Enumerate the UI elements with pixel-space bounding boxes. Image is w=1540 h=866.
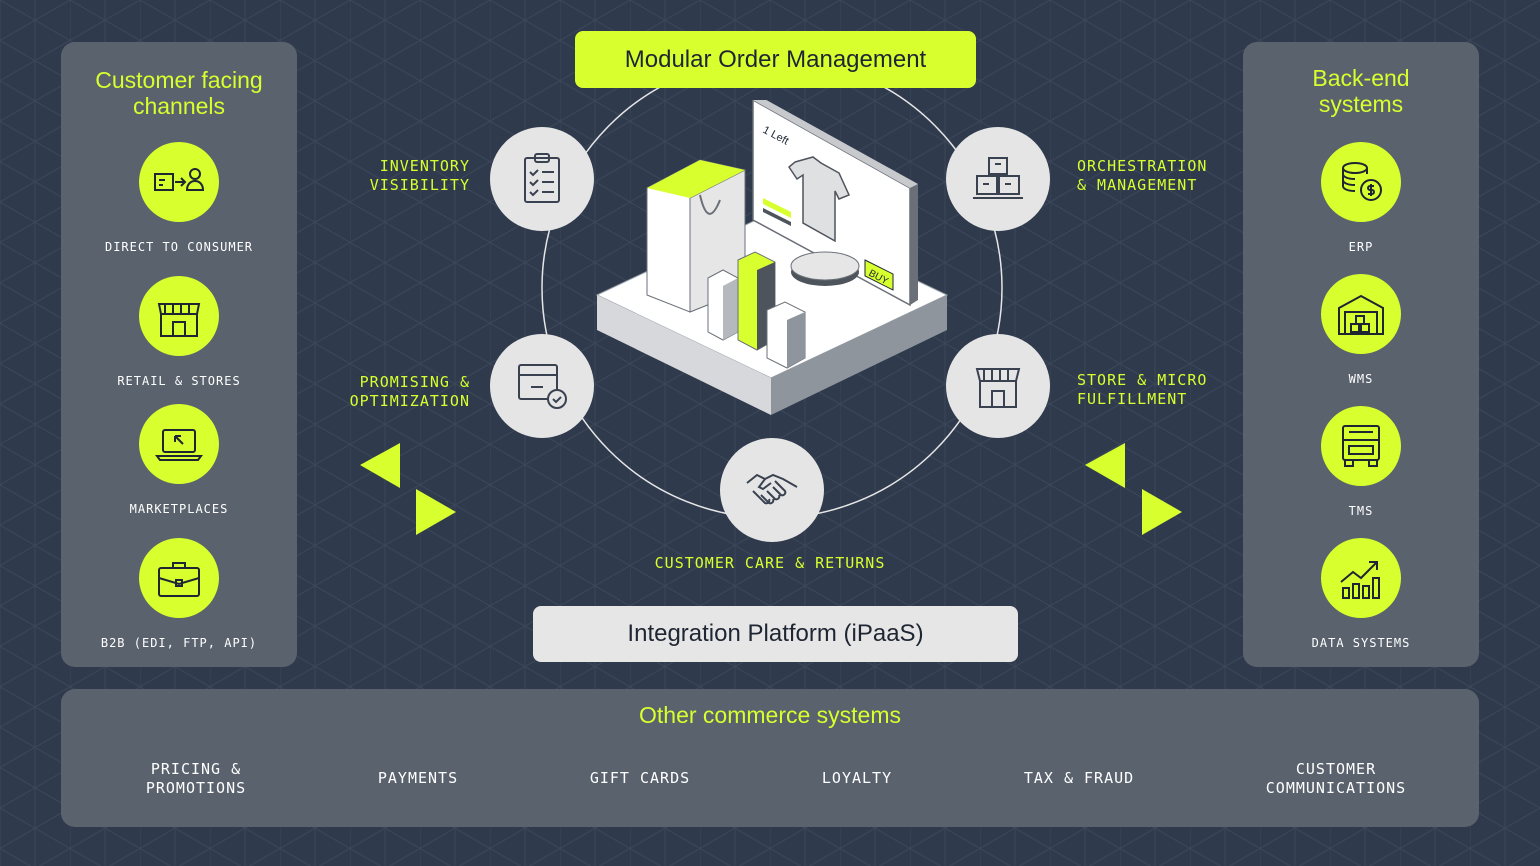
other-commerce-systems-title: Other commerce systems bbox=[639, 702, 901, 728]
backend-systems-title: Back-end systems bbox=[1243, 65, 1479, 117]
capability-label-line: STORE & MICRO bbox=[1077, 371, 1208, 389]
capability-label-line: INVENTORY bbox=[379, 157, 470, 175]
capability-label-inventory: INVENTORY VISIBILITY bbox=[330, 157, 470, 195]
capability-label-promising: PROMISING & OPTIMIZATION bbox=[330, 373, 470, 411]
other-system-payments: PAYMENTS bbox=[318, 769, 518, 788]
other-system-line: PROMOTIONS bbox=[145, 779, 247, 797]
other-system-line: GIFT CARDS bbox=[589, 769, 691, 787]
channel-label: MARKETPLACES bbox=[129, 502, 229, 516]
capability-label-line: CUSTOMER CARE & RETURNS bbox=[654, 554, 886, 572]
system-label: WMS bbox=[1348, 372, 1374, 386]
channel-label: DIRECT TO CONSUMER bbox=[104, 240, 254, 254]
customer-channels-title: Customer facing channels bbox=[61, 67, 297, 119]
backend-systems-panel: Back-end systems ERP WMS TMS bbox=[1243, 42, 1479, 667]
capability-label-line: PROMISING & bbox=[359, 373, 470, 391]
box-check-icon bbox=[518, 364, 567, 409]
other-system-line: PRICING & bbox=[150, 760, 242, 778]
storefront-icon bbox=[975, 368, 1021, 408]
integration-platform-title: Integration Platform (iPaaS) bbox=[533, 606, 1018, 662]
capability-label-line: & MANAGEMENT bbox=[1077, 176, 1198, 194]
capability-label-line: FULFILLMENT bbox=[1077, 390, 1188, 408]
clipboard-checklist-icon bbox=[524, 153, 560, 203]
other-system-pricing: PRICING & PROMOTIONS bbox=[96, 760, 296, 798]
capability-label-line: VISIBILITY bbox=[369, 176, 470, 194]
system-label: ERP bbox=[1348, 240, 1374, 254]
customer-channels-title-line-1: Customer facing bbox=[95, 67, 263, 93]
other-system-line: COMMUNICATIONS bbox=[1265, 779, 1407, 797]
commerce-illustration: 1 Left BUY bbox=[595, 100, 949, 415]
other-commerce-systems-panel bbox=[61, 689, 1479, 827]
other-system-customer-communications: CUSTOMER COMMUNICATIONS bbox=[1236, 760, 1436, 798]
other-system-line: LOYALTY bbox=[821, 769, 893, 787]
left-arrow-back bbox=[360, 443, 400, 488]
growth-chart-icon bbox=[1321, 538, 1401, 618]
capability-promising-optimization bbox=[490, 334, 594, 438]
other-system-line: PAYMENTS bbox=[377, 769, 459, 787]
system-label: DATA SYSTEMS bbox=[1311, 636, 1411, 650]
right-arrow-forward bbox=[1142, 489, 1182, 535]
right-arrow-back bbox=[1085, 443, 1125, 488]
other-system-line: CUSTOMER bbox=[1295, 760, 1377, 778]
backend-systems-title-line-1: Back-end bbox=[1312, 65, 1410, 91]
capability-label-line: ORCHESTRATION bbox=[1077, 157, 1208, 175]
handshake-icon bbox=[746, 473, 798, 505]
left-arrow-forward bbox=[416, 489, 456, 535]
capability-label-orchestration: ORCHESTRATION & MANAGEMENT bbox=[1077, 157, 1237, 195]
truck-icon bbox=[1321, 406, 1401, 486]
laptop-cursor-icon bbox=[139, 404, 219, 484]
customer-channels-title-line-2: channels bbox=[132, 93, 226, 119]
other-system-gift-cards: GIFT CARDS bbox=[540, 769, 740, 788]
capability-customer-care bbox=[720, 438, 824, 542]
storefront-icon bbox=[139, 276, 219, 356]
other-system-loyalty: LOYALTY bbox=[757, 769, 957, 788]
capability-orchestration bbox=[946, 127, 1050, 231]
stacked-boxes-icon bbox=[973, 157, 1023, 199]
capability-inventory-visibility bbox=[490, 127, 594, 231]
other-system-tax-fraud: TAX & FRAUD bbox=[979, 769, 1179, 788]
coins-dollar-icon bbox=[1321, 142, 1401, 222]
capability-label-line: OPTIMIZATION bbox=[349, 392, 470, 410]
briefcase-icon bbox=[139, 538, 219, 618]
capability-label-store: STORE & MICRO FULFILLMENT bbox=[1077, 371, 1237, 409]
customer-channels-panel: Customer facing channels DIRECT TO CONSU… bbox=[61, 42, 297, 667]
backend-systems-title-line-2: systems bbox=[1318, 91, 1404, 117]
channel-label: RETAIL & STORES bbox=[117, 374, 241, 388]
capability-label-customer-care: CUSTOMER CARE & RETURNS bbox=[620, 554, 920, 573]
box-to-person-icon bbox=[139, 142, 219, 222]
modular-order-management-title: Modular Order Management bbox=[575, 31, 976, 88]
other-system-line: TAX & FRAUD bbox=[1023, 769, 1135, 787]
capability-store-fulfillment bbox=[946, 334, 1050, 438]
warehouse-icon bbox=[1321, 274, 1401, 354]
channel-label: B2B (EDI, FTP, API) bbox=[100, 636, 258, 650]
system-label: TMS bbox=[1348, 504, 1374, 518]
